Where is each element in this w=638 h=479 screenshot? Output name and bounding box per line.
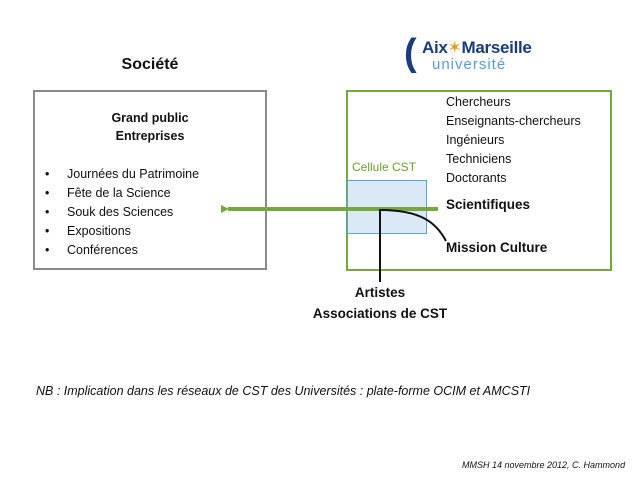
logo-universite: université — [432, 56, 507, 73]
list-item: Techniciens — [446, 152, 512, 166]
associations-cst-label: Associations de CST — [312, 306, 448, 321]
logo-star-icon: ✶ — [447, 38, 462, 57]
mission-culture-connector — [379, 209, 447, 242]
nb-note: NB : Implication dans les réseaux de CST… — [36, 384, 531, 398]
list-item: Souk des Sciences — [45, 203, 199, 222]
mission-culture-label: Mission Culture — [446, 240, 548, 255]
roles-list: Chercheurs Enseignants-chercheurs Ingéni… — [446, 93, 581, 188]
list-item: Fête de la Science — [45, 184, 199, 203]
logo-wordmark: Aix✶Marseille — [422, 38, 532, 57]
list-item: Journées du Patrimoine — [45, 165, 199, 184]
artistes-label: Artistes — [354, 285, 406, 300]
scientifiques-label: Scientifiques — [446, 197, 531, 212]
aix-marseille-logo: ( Aix✶Marseille université — [404, 34, 534, 80]
list-item: Enseignants-chercheurs — [446, 114, 581, 128]
list-item: Ingénieurs — [446, 133, 505, 147]
audience-grand-public: Grand public — [111, 111, 189, 125]
logo-parenthesis: ( — [404, 32, 417, 74]
footer-credit: MMSH 14 novembre 2012, C. Hammond — [462, 460, 626, 470]
list-item: Conférences — [45, 241, 199, 260]
list-item: Chercheurs — [446, 95, 511, 109]
cellule-cst-label: Cellule CST — [352, 160, 417, 174]
society-box — [33, 90, 267, 270]
activities-list: Journées du Patrimoine Fête de la Scienc… — [45, 165, 199, 260]
list-item: Doctorants — [446, 171, 507, 185]
societe-title: Société — [121, 56, 179, 73]
audience-entreprises: Entreprises — [115, 129, 185, 143]
list-item: Expositions — [45, 222, 199, 241]
